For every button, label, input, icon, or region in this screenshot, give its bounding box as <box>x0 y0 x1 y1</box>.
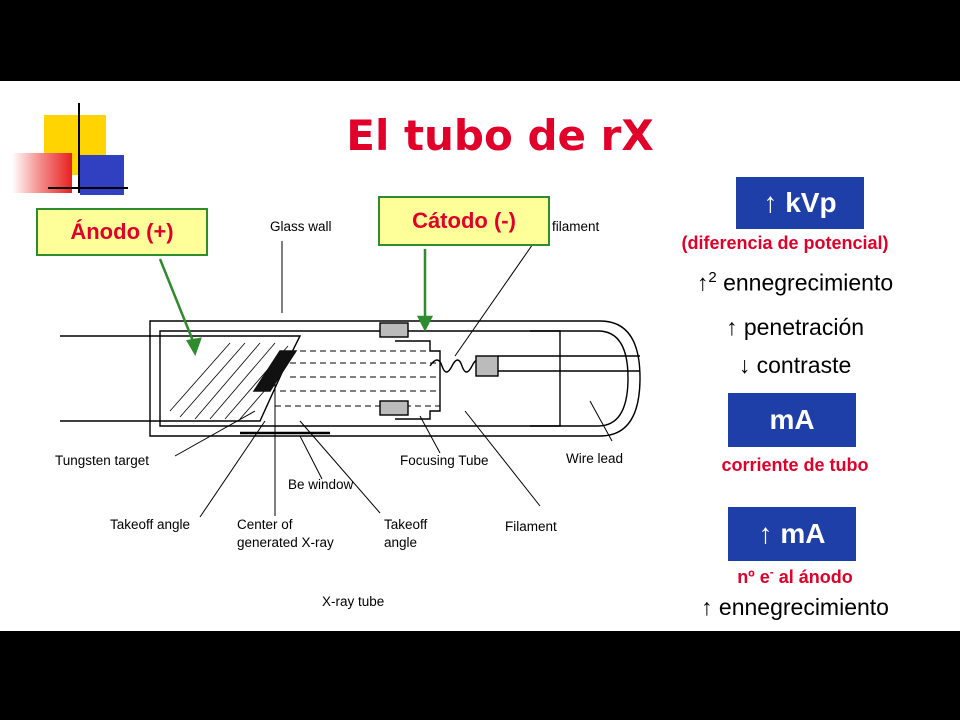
kvp-description: (diferencia de potencial) <box>681 233 889 253</box>
label-takeoff-right-line1: Takeoff <box>384 517 428 532</box>
label-center-line2: generated X-ray <box>237 535 334 550</box>
ma-up-description-pre: nº e <box>737 567 770 587</box>
kvp-effect-penetration: ↑ penetración <box>725 314 865 340</box>
kvp-effect-blackening-sup: 2 <box>708 269 717 286</box>
kvp-effect-blackening-text: ennegrecimiento <box>716 269 894 296</box>
filament-coil <box>429 359 483 373</box>
cathode-callout: Cátodo (-) <box>378 196 550 246</box>
deco-vertical-line <box>78 103 80 193</box>
label-takeoff-left: Takeoff angle <box>110 517 191 532</box>
kvp-effect-blackening: ↑2 ennegrecimiento <box>640 269 950 297</box>
kvp-effect-contrast: ↓ contraste <box>738 352 852 378</box>
xray-tube-diagram <box>60 240 641 518</box>
ma-description: corriente de tubo <box>721 455 869 475</box>
deco-red-square <box>12 153 72 193</box>
ma-up-description: nº e- al ánodo <box>650 565 940 588</box>
anode-callout: Ánodo (+) <box>36 208 208 256</box>
label-filament-bottom: Filament <box>505 519 557 534</box>
label-filament-top: filament <box>552 219 600 234</box>
label-takeoff-right-line2: angle <box>384 535 418 550</box>
label-center-line1: Center of <box>237 517 293 532</box>
label-tungsten-target: Tungsten target <box>55 453 150 468</box>
slide-title: El tubo de rX <box>346 111 654 160</box>
glass-wall-outer <box>149 320 641 437</box>
kvp-box: ↑ kVp <box>736 177 864 229</box>
ma-up-effect: ↑ ennegrecimiento <box>701 594 889 620</box>
label-wire-lead: Wire lead <box>566 451 624 466</box>
ma-up-description-post: al ánodo <box>773 567 853 587</box>
diagram-caption: X-ray tube <box>322 594 385 609</box>
slide: El tubo de rX <box>0 81 960 631</box>
kvp-effect-blackening-arrow: ↑ <box>696 269 709 296</box>
ma-up-box: ↑ mA <box>728 507 856 561</box>
label-be-window: Be window <box>288 477 354 492</box>
ma-up-description-sup: - <box>769 565 774 579</box>
ma-box: mA <box>728 393 856 447</box>
label-focusing-tube: Focusing Tube <box>400 453 489 468</box>
focusing-cup <box>395 340 441 420</box>
label-glass-wall: Glass wall <box>270 219 332 234</box>
glass-wall-inner <box>159 330 629 427</box>
deco-horizontal-line <box>48 187 128 189</box>
